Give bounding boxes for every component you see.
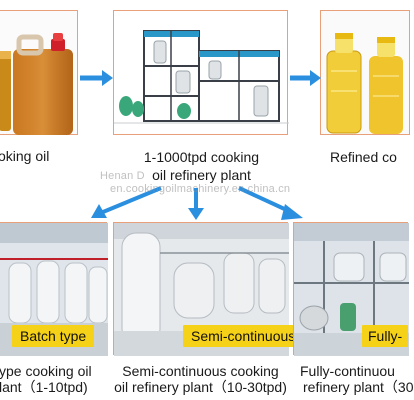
crude-oil-caption: oking oil	[0, 148, 50, 164]
arrow-down-left-icon	[91, 186, 162, 218]
fully-caption-line2: refinery plant（30	[303, 379, 414, 395]
refinery-plant-image	[113, 10, 289, 135]
refinery-caption-line2: oil refinery plant	[152, 167, 251, 183]
semi-continuous-tag: Semi-continuous	[183, 325, 304, 347]
batch-caption-line2: lant（1-10tpd)	[0, 379, 88, 395]
arrow-right-icon	[80, 70, 113, 86]
arrow-down-right-icon	[238, 186, 303, 220]
semi-caption-line1: Semi-continuous cooking	[122, 363, 279, 379]
watermark-line1: Henan D	[100, 170, 145, 182]
arrow-down-icon	[188, 188, 204, 220]
fully-caption-line1: Fully-continuou	[300, 363, 395, 379]
batch-type-tag: Batch type	[12, 325, 95, 347]
batch-caption-line1: ype cooking oil	[0, 363, 92, 379]
semi-caption-line2: oil refinery plant（10-30tpd)	[114, 379, 287, 395]
refined-oil-caption: Refined co	[330, 149, 397, 165]
crude-oil-image	[0, 10, 78, 135]
refined-oil-image	[320, 10, 410, 135]
refinery-caption-line1: 1-1000tpd cooking	[143, 149, 260, 165]
watermark-line2: en.cookingoilmachinery.en.china.cn	[110, 183, 291, 195]
arrow-right-icon	[290, 70, 321, 86]
fully-continuous-tag: Fully-	[362, 325, 408, 347]
